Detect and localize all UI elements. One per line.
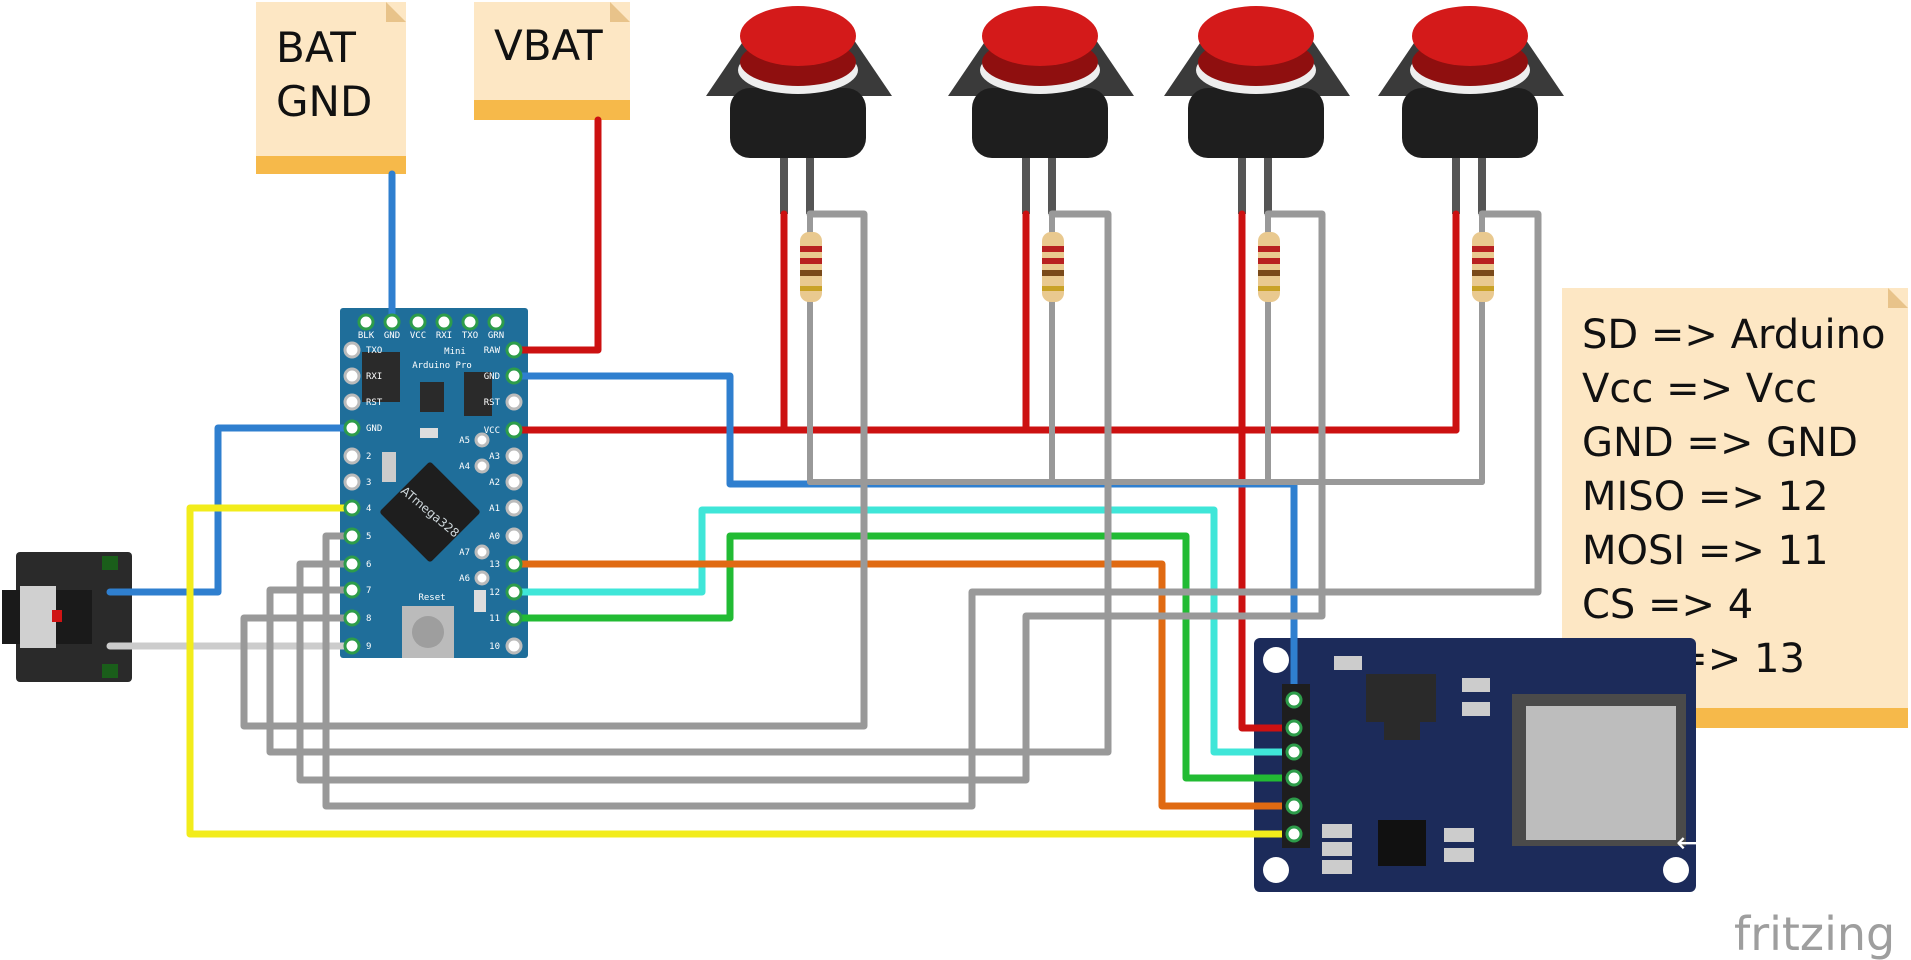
wire-mosi	[510, 532, 1298, 782]
left-pin-row	[343, 341, 361, 655]
pin-label-a5: A5	[459, 436, 470, 446]
note-sd-line-1: SD => Arduino	[1582, 312, 1885, 358]
vbat-note[interactable]: VBAT	[474, 2, 630, 120]
wire-btn1-signal	[240, 210, 868, 730]
pin-label-a3: A3	[489, 452, 500, 462]
pin-label-left-txo: TXO	[366, 346, 382, 356]
pin-label-rxi-top: RXI	[436, 331, 452, 341]
wire-btn3-vcc	[1238, 210, 1296, 732]
reset-label: Reset	[418, 593, 445, 603]
pin-label-left-6: 6	[366, 560, 371, 570]
note-sd-line-3: GND => GND	[1582, 420, 1858, 466]
arduino-pro-mini[interactable]: ATmega328 Mini Arduino Pro Reset	[340, 308, 528, 658]
pin-label-right-gnd: GND	[484, 372, 500, 382]
push-button-4[interactable]	[1378, 6, 1564, 214]
pin-label-left-7: 7	[366, 586, 371, 596]
pin-label-a4: A4	[459, 462, 470, 472]
note-bat-label: BAT	[276, 23, 356, 72]
pin-label-a6: A6	[459, 574, 470, 584]
pin-label-gnd-top: GND	[384, 331, 400, 341]
push-button-3[interactable]	[1164, 6, 1350, 214]
pin-label-a2: A2	[489, 478, 500, 488]
audio-jack[interactable]	[2, 552, 132, 682]
arduino-title-line1: Mini	[444, 347, 466, 357]
pin-label-11: 11	[489, 614, 500, 624]
pin-label-left-4: 4	[366, 504, 371, 514]
pin-label-left-rxi: RXI	[366, 372, 382, 382]
pin-label-blk: BLK	[358, 331, 375, 341]
fritzing-logo: fritzing	[1734, 907, 1895, 960]
wire-miso	[510, 506, 1298, 756]
resistor-2	[1042, 232, 1064, 302]
note-vbat-label: VBAT	[494, 21, 603, 70]
wire-sck	[510, 560, 1298, 810]
wire-btn4-signal	[322, 210, 1542, 810]
arduino-pins	[343, 313, 523, 655]
pin-label-left-rst: RST	[366, 398, 383, 408]
pin-label-vcc-top: VCC	[410, 331, 426, 341]
sd-header-pins	[1282, 684, 1310, 848]
arduino-pin-labels: BLK GND VCC RXI TXO GRN TXO RXI RST GND …	[358, 331, 504, 652]
pin-label-left-9: 9	[366, 642, 371, 652]
right-pin-row	[505, 341, 523, 655]
pin-label-left-5: 5	[366, 532, 371, 542]
push-button-1[interactable]	[706, 6, 892, 214]
sd-card-module[interactable]: ←	[1254, 638, 1699, 892]
pin-label-right-vcc: VCC	[484, 426, 500, 436]
wire-cs	[186, 504, 1298, 838]
resistor-3	[1258, 232, 1280, 302]
pin-label-left-3: 3	[366, 478, 371, 488]
pin-label-raw: RAW	[484, 346, 501, 356]
note-sd-line-6: CS => 4	[1582, 582, 1753, 628]
wire-btn3-signal	[296, 210, 1326, 784]
pin-label-a1: A1	[489, 504, 500, 514]
wires	[106, 116, 1542, 838]
note-gnd-label: GND	[276, 77, 372, 126]
inner-pin-row	[474, 432, 490, 586]
resistors	[800, 232, 1494, 302]
wire-btn2-signal	[266, 210, 1112, 756]
wire-vbat	[510, 116, 602, 354]
pin-label-a0: A0	[489, 532, 500, 542]
pin-label-txo-top: TXO	[462, 331, 478, 341]
note-sd-line-4: MISO => 12	[1582, 474, 1829, 520]
pin-label-a7: A7	[459, 548, 470, 558]
top-pin-row	[357, 313, 505, 331]
pin-label-left-gnd: GND	[366, 424, 382, 434]
pin-label-13: 13	[489, 560, 500, 570]
push-button-2[interactable]	[948, 6, 1134, 214]
arrow-left-icon: ←	[1676, 826, 1699, 859]
pin-label-left-8: 8	[366, 614, 371, 624]
arduino-title-line2: Arduino Pro	[412, 361, 472, 371]
note-sd-line-2: Vcc => Vcc	[1582, 366, 1817, 412]
bat-gnd-note[interactable]: BAT GND	[256, 2, 406, 174]
resistor-4	[1472, 232, 1494, 302]
pin-label-left-2: 2	[366, 452, 371, 462]
note-sd-line-5: MOSI => 11	[1582, 528, 1829, 574]
pin-label-10: 10	[489, 642, 500, 652]
pin-label-12: 12	[489, 588, 500, 598]
pin-label-grn: GRN	[488, 331, 504, 341]
resistor-1	[800, 232, 822, 302]
wire-sd-gnd	[510, 372, 1298, 704]
pin-label-right-rst: RST	[484, 398, 501, 408]
